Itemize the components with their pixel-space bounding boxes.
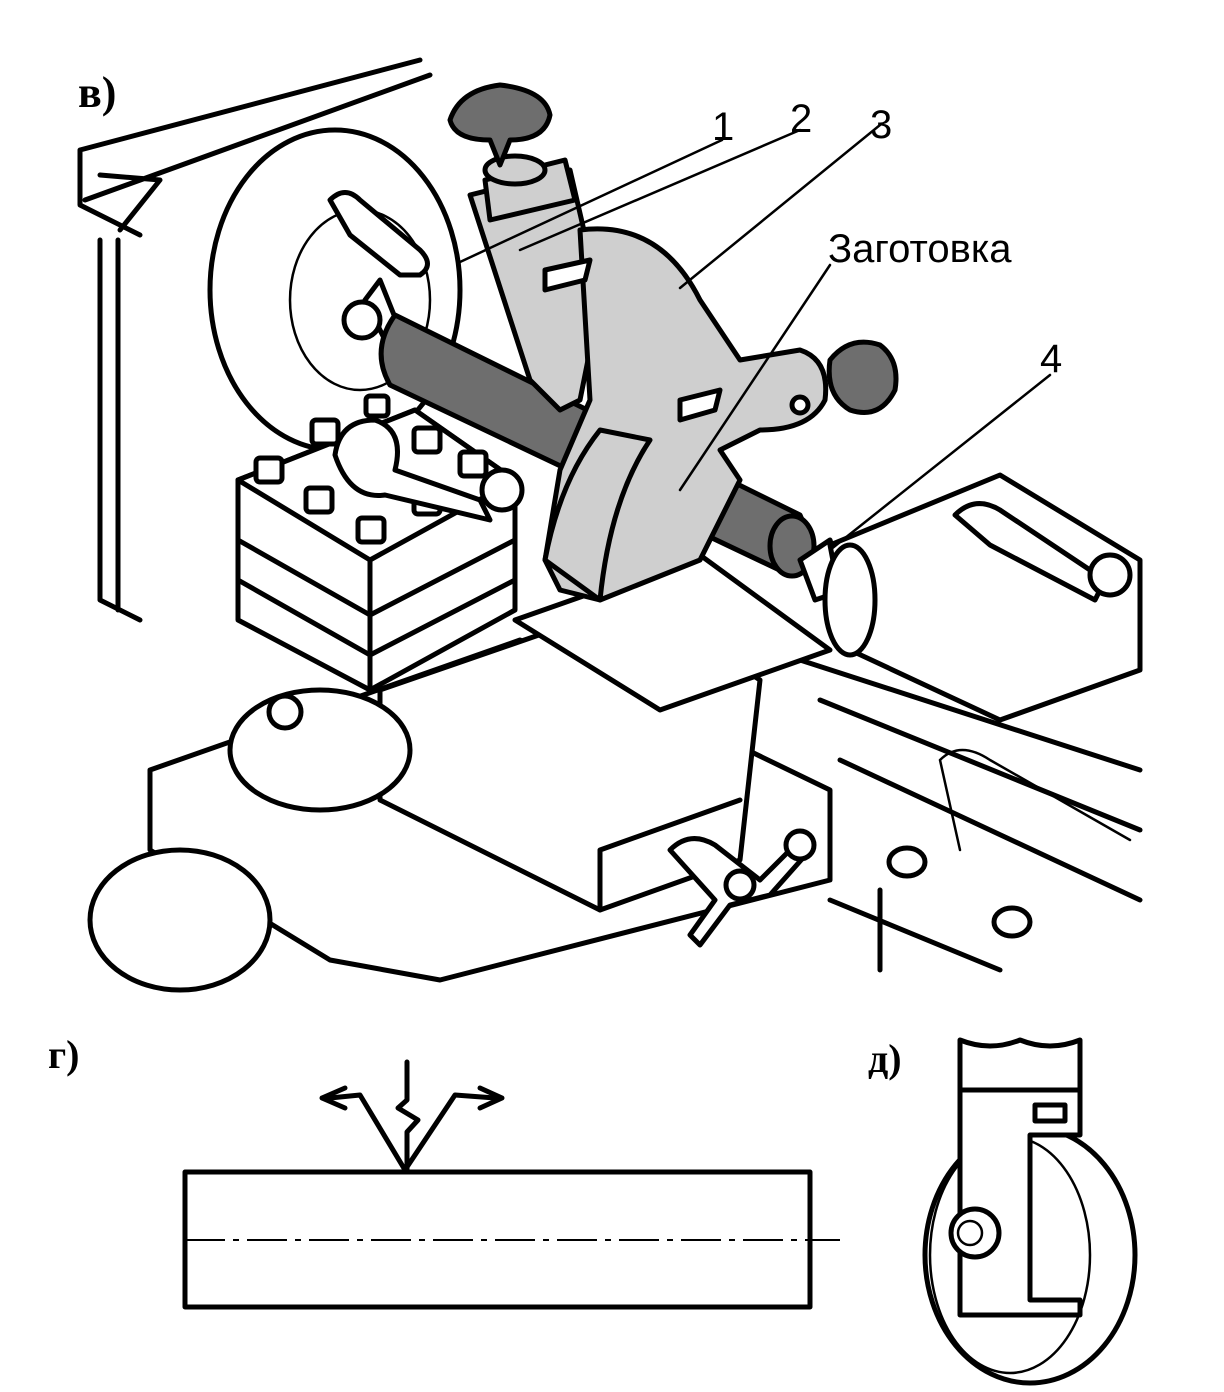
- wing-screw-1: [542, 257, 593, 293]
- cross-slide-edge: [597, 797, 743, 913]
- panel-d-roller-view: [922, 1037, 1138, 1386]
- panel-v-label: в): [78, 68, 116, 117]
- roller-axle-inner: [956, 1219, 984, 1247]
- tool-post-lever-knob: [479, 467, 525, 513]
- cross-feed-knob-1: [783, 828, 817, 862]
- tool-post-layers: [235, 537, 518, 693]
- lathe-bed: [797, 657, 1143, 973]
- headstock-housing: [77, 57, 433, 623]
- knurling-top-knob: [447, 82, 553, 168]
- bed-slot: [938, 748, 1132, 852]
- knurling-side-knob: [826, 339, 899, 415]
- holder-pivot: [789, 394, 811, 416]
- bed-bolt-2: [991, 905, 1033, 939]
- callout-4: 4: [1040, 337, 1062, 381]
- roller-axle: [948, 1206, 1002, 1260]
- knurling-screw-top: [482, 153, 548, 187]
- tailstock-lever-knob: [1087, 552, 1133, 598]
- leader-1: [458, 138, 724, 264]
- dog-bolt: [341, 299, 383, 341]
- fork-tab: [1032, 1102, 1068, 1124]
- leader-3: [678, 123, 882, 290]
- force-arrow-right: [477, 1085, 505, 1111]
- swivel-bolt: [266, 693, 304, 731]
- tool-post-bolts: [253, 393, 489, 545]
- tailstock-quill-end: [822, 542, 878, 658]
- cross-feed-knob-2: [723, 868, 757, 902]
- leader-workpiece: [678, 263, 832, 492]
- roller-holder-slot: [957, 1037, 1083, 1093]
- panel-d-label: д): [868, 1036, 902, 1081]
- swivel-base: [227, 687, 413, 813]
- force-arrow-left: [319, 1085, 348, 1111]
- panel-g-label: г): [48, 1032, 79, 1077]
- wing-screw-2: [677, 387, 723, 423]
- carriage-handwheel: [87, 847, 273, 993]
- bed-bolt-1: [886, 845, 928, 879]
- knurling-shank: [542, 427, 653, 603]
- leader-4: [828, 373, 1052, 552]
- roller-holder-fork: [957, 1087, 1083, 1318]
- callout-workpiece: Заготовка: [828, 227, 1012, 271]
- leader-2: [518, 128, 802, 252]
- callout-3: 3: [870, 103, 892, 147]
- tool-post-lever: [332, 417, 493, 523]
- panel-v-lathe-illustration: [77, 57, 1143, 993]
- force-lines: [327, 1092, 498, 1173]
- panel-g-knurling-scheme: [182, 1059, 840, 1310]
- break-line: [395, 1059, 421, 1173]
- callout-2: 2: [790, 97, 812, 141]
- callout-1: 1: [712, 105, 734, 149]
